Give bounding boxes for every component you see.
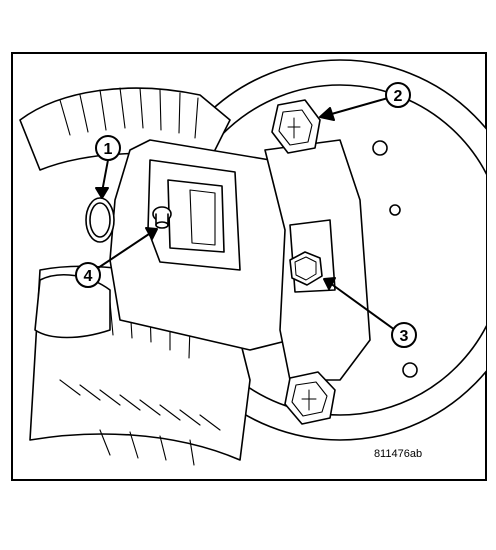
- hex-bolt-upper: [271, 99, 321, 154]
- callout-2: 2: [385, 82, 411, 108]
- figure-id-label: 811476ab: [374, 448, 422, 460]
- small-bolt: [152, 206, 172, 229]
- ring-bolt-hole: [402, 362, 418, 378]
- ring-bolt-hole: [389, 204, 401, 216]
- callout-1: 1: [95, 135, 121, 161]
- svg-text:2: 2: [394, 88, 403, 105]
- svg-text:4: 4: [84, 268, 93, 285]
- cap-bolt: [289, 251, 323, 286]
- svg-text:1: 1: [104, 141, 113, 158]
- pinion-housing: [34, 274, 111, 339]
- ring-bolt-hole: [372, 140, 388, 156]
- svg-text:3: 3: [400, 328, 409, 345]
- leader-lines: [94, 97, 396, 331]
- callout-3: 3: [391, 322, 417, 348]
- hex-bolt-lower: [284, 371, 336, 425]
- bearing-cap: [109, 139, 371, 381]
- callout-4: 4: [75, 262, 101, 288]
